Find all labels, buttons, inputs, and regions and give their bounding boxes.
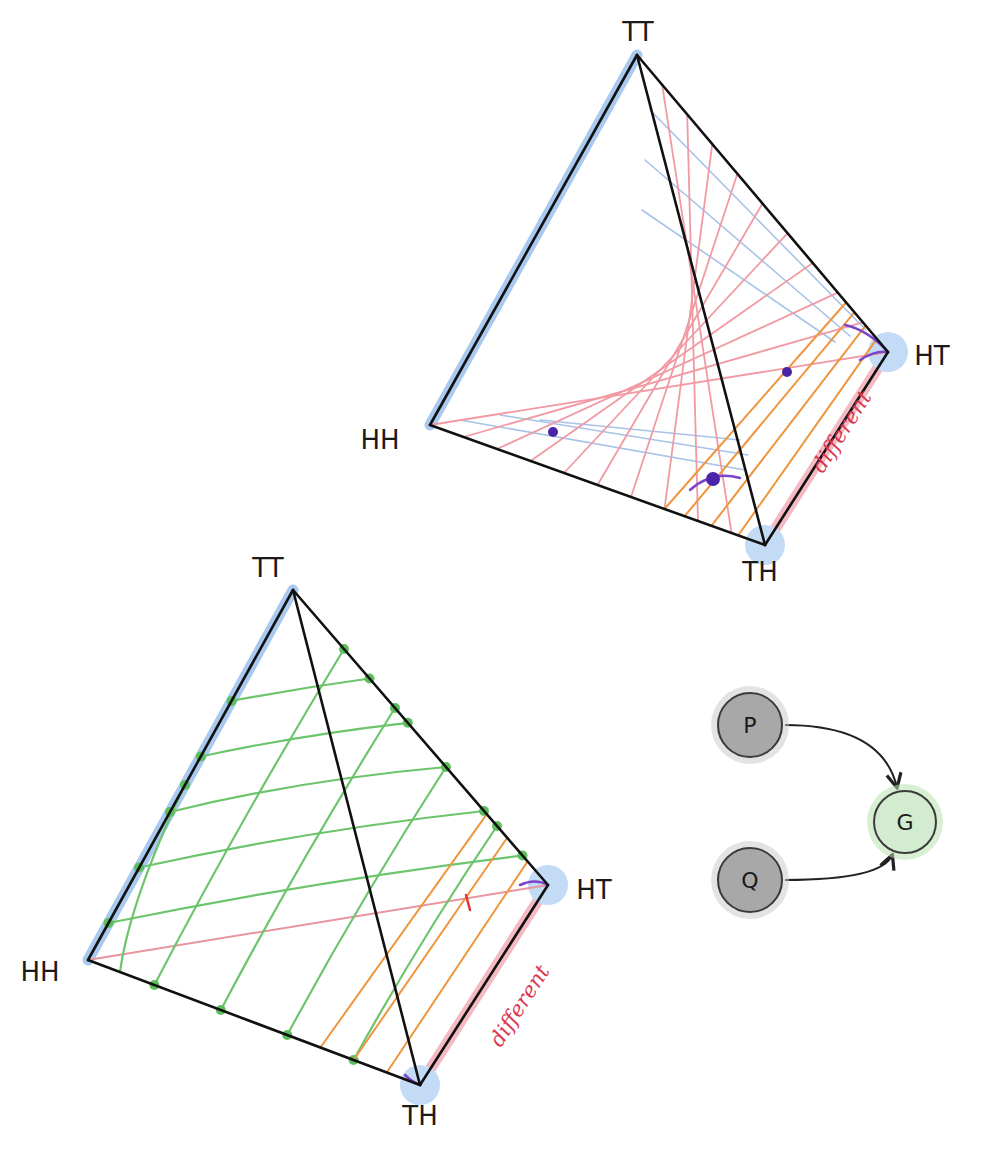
dependency-arrow <box>785 855 892 880</box>
vertex-label: HT <box>576 877 611 903</box>
vertex-label: TH <box>402 1103 437 1129</box>
vertex-label: HT <box>914 343 949 369</box>
edge-note: different <box>808 388 875 477</box>
vertex-label: HH <box>20 959 59 985</box>
vertex-label: TH <box>742 559 777 585</box>
variable-circle: Q <box>717 847 783 913</box>
dependency-arrow <box>785 725 897 788</box>
vertex-label: TT <box>252 555 283 581</box>
node-label: G <box>896 810 913 835</box>
variable-circle: P <box>717 692 783 758</box>
node-label: P <box>743 713 756 738</box>
variable-circle: G <box>873 790 937 854</box>
vertex-label: HH <box>360 427 399 453</box>
node-label: Q <box>741 868 758 893</box>
vertex-label: TT <box>622 19 653 45</box>
